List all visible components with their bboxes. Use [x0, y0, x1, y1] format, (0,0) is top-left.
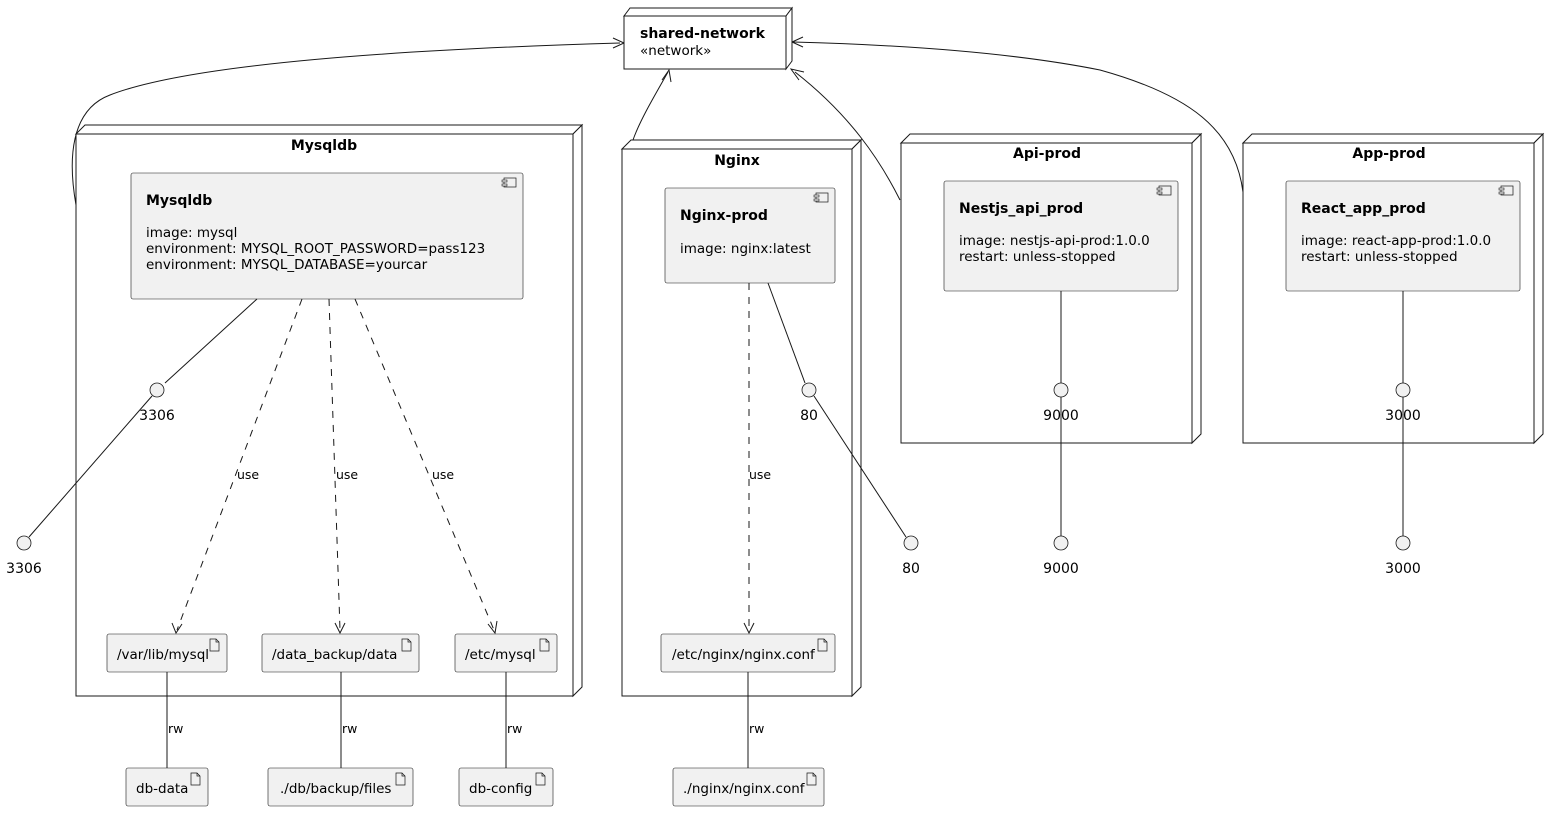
port-icon	[149, 382, 165, 398]
component-api: Nestjs_api_prod image: nestjs-api-prod:1…	[943, 180, 1179, 292]
component-name: Mysqldb	[146, 193, 212, 209]
port-icon	[1053, 382, 1069, 398]
host-volume-label: db-config	[469, 781, 532, 797]
edge-nginx-port	[767, 282, 806, 384]
edge-nginx-network	[632, 71, 669, 141]
volume-artifact: /data_backup/data	[261, 633, 420, 673]
component-line: image: mysql	[146, 225, 237, 241]
component-line: restart: unless-stopped	[959, 249, 1116, 265]
component-icon	[1498, 185, 1514, 196]
volume-artifact: /etc/nginx/nginx.conf	[660, 633, 836, 673]
artifact-icon	[190, 772, 201, 786]
node-title-nginx: Nginx	[714, 153, 760, 169]
component-line: image: nginx:latest	[680, 241, 811, 257]
component-app: React_app_prod image: react-app-prod:1.0…	[1285, 180, 1521, 292]
edge-app-network	[792, 41, 1244, 193]
edge-mysqldb-port	[164, 298, 258, 384]
component-nginx: Nginx-prod image: nginx:latest	[664, 187, 836, 284]
node-api-prod: Api-prod Nestjs_api_prod image: nestjs-a…	[899, 132, 1203, 445]
component-line: environment: MYSQL_ROOT_PASSWORD=pass123	[146, 241, 485, 257]
host-volume-artifact: ./nginx/nginx.conf	[672, 767, 825, 807]
artifact-icon	[817, 638, 828, 652]
edge-label-rw: rw	[507, 721, 522, 736]
artifact-icon	[539, 638, 550, 652]
arrow-nginx-network	[661, 68, 672, 83]
external-port-label: 3000	[1385, 561, 1421, 577]
port-label: 3306	[139, 408, 175, 424]
component-mysqldb: Mysqldb image: mysql environment: MYSQL_…	[130, 172, 524, 300]
edge-label-use: use	[432, 467, 454, 482]
artifact-icon	[535, 772, 546, 786]
volume-label: /data_backup/data	[272, 647, 397, 663]
node-nginx: Nginx Nginx-prod image: nginx:latest 80 …	[620, 138, 863, 698]
host-volume-label: ./db/backup/files	[280, 781, 391, 797]
edge-label-use: use	[749, 467, 771, 482]
artifact-icon	[401, 638, 412, 652]
edge-port-mapping	[28, 395, 153, 538]
edge-port-mapping	[813, 395, 907, 538]
network-stereotype: «network»	[640, 43, 711, 59]
edge-use	[176, 298, 303, 631]
artifact-icon	[395, 772, 406, 786]
component-icon	[501, 177, 517, 188]
edge-arrow	[487, 620, 498, 635]
edge-use	[354, 298, 495, 631]
node-title-api: Api-prod	[1013, 146, 1081, 162]
external-port-icon	[903, 535, 919, 551]
shared-network-node: shared-network «network»	[623, 6, 793, 71]
port-icon	[801, 382, 817, 398]
host-volume-artifact: db-config	[458, 767, 554, 807]
volume-artifact: /var/lib/mysql	[106, 633, 228, 673]
host-volume-label: db-data	[136, 781, 188, 797]
network-name: shared-network	[640, 26, 766, 42]
node-title-app: App-prod	[1352, 146, 1425, 162]
node-mysqldb: Mysqldb Mysqldb image: mysql environment…	[74, 123, 584, 698]
component-line: environment: MYSQL_DATABASE=yourcar	[146, 257, 428, 273]
edge-label-rw: rw	[749, 721, 764, 736]
component-icon	[1156, 185, 1172, 196]
edge-label-use: use	[237, 467, 259, 482]
edge-api-network	[794, 71, 901, 201]
component-icon	[813, 192, 829, 203]
component-line: restart: unless-stopped	[1301, 249, 1458, 265]
external-port-label: 80	[902, 561, 920, 577]
component-name: React_app_prod	[1301, 201, 1426, 217]
artifact-icon	[806, 772, 817, 786]
volume-label: /var/lib/mysql	[117, 647, 209, 663]
edge-arrow	[171, 622, 183, 635]
volume-label: /etc/nginx/nginx.conf	[672, 647, 816, 663]
component-name: Nestjs_api_prod	[959, 201, 1083, 217]
node-app-prod: App-prod React_app_prod image: react-app…	[1241, 132, 1545, 445]
arrow-api-network	[789, 68, 805, 81]
component-line: image: nestjs-api-prod:1.0.0	[959, 233, 1150, 249]
external-port-icon	[16, 535, 32, 551]
edge-mysqldb-network	[71, 42, 621, 206]
external-port-label: 9000	[1043, 561, 1079, 577]
edge-arrow	[334, 622, 346, 635]
component-name: Nginx-prod	[680, 208, 768, 224]
edge-arrow	[743, 622, 755, 635]
host-volume-label: ./nginx/nginx.conf	[683, 781, 806, 797]
volume-artifact: /etc/mysql	[454, 633, 558, 673]
external-port-icon	[1053, 535, 1069, 551]
host-volume-artifact: db-data	[125, 767, 209, 807]
artifact-icon	[209, 638, 220, 652]
port-icon	[1395, 382, 1411, 398]
host-volume-artifact: ./db/backup/files	[267, 767, 414, 807]
edge-label-use: use	[336, 467, 358, 482]
volume-label: /etc/mysql	[465, 647, 536, 663]
node-title-mysqldb: Mysqldb	[291, 138, 357, 154]
port-label: 80	[800, 408, 818, 424]
edge-label-rw: rw	[342, 721, 357, 736]
edge-label-rw: rw	[168, 721, 183, 736]
external-port-label: 3306	[6, 561, 42, 577]
component-line: image: react-app-prod:1.0.0	[1301, 233, 1491, 249]
external-port-icon	[1395, 535, 1411, 551]
